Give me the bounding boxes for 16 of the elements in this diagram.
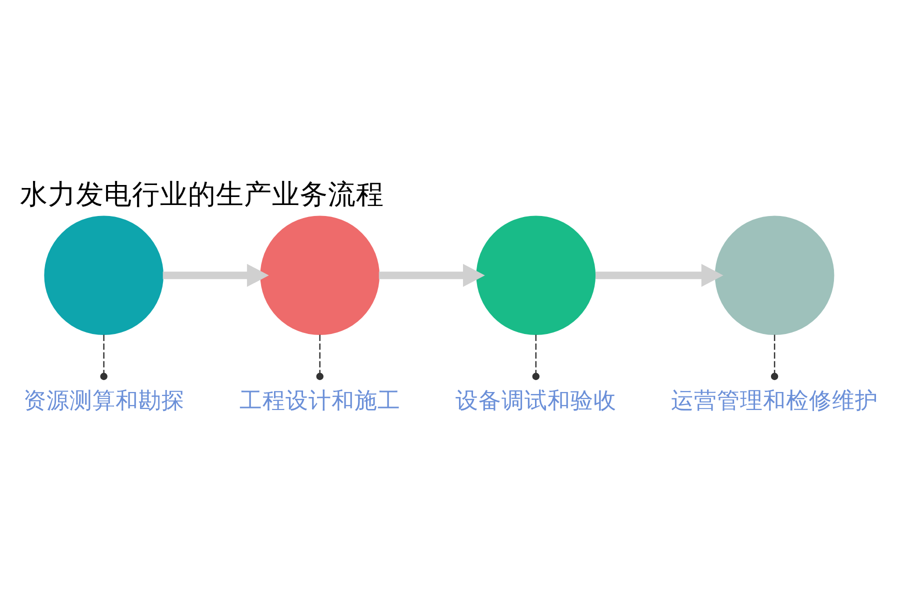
connector: [100, 334, 107, 380]
arrow: [595, 263, 723, 286]
node-text: 工程设计和施工: [238, 387, 400, 414]
node-circle: [714, 215, 834, 335]
diagram-title: 水力发电行业的生产业务流程: [19, 176, 384, 210]
node-circle: [476, 215, 596, 335]
arrow: [162, 263, 268, 286]
arrow: [378, 263, 484, 286]
node-circle: [44, 215, 163, 335]
connector: [770, 334, 778, 380]
node-text: 资源测算和勘探: [22, 387, 184, 414]
node-circle: [260, 215, 380, 335]
connector: [532, 334, 540, 380]
node-text: 设备调试和验收: [454, 387, 616, 414]
node-text: 运营管理和检修维护: [670, 387, 878, 414]
connector: [316, 334, 324, 380]
